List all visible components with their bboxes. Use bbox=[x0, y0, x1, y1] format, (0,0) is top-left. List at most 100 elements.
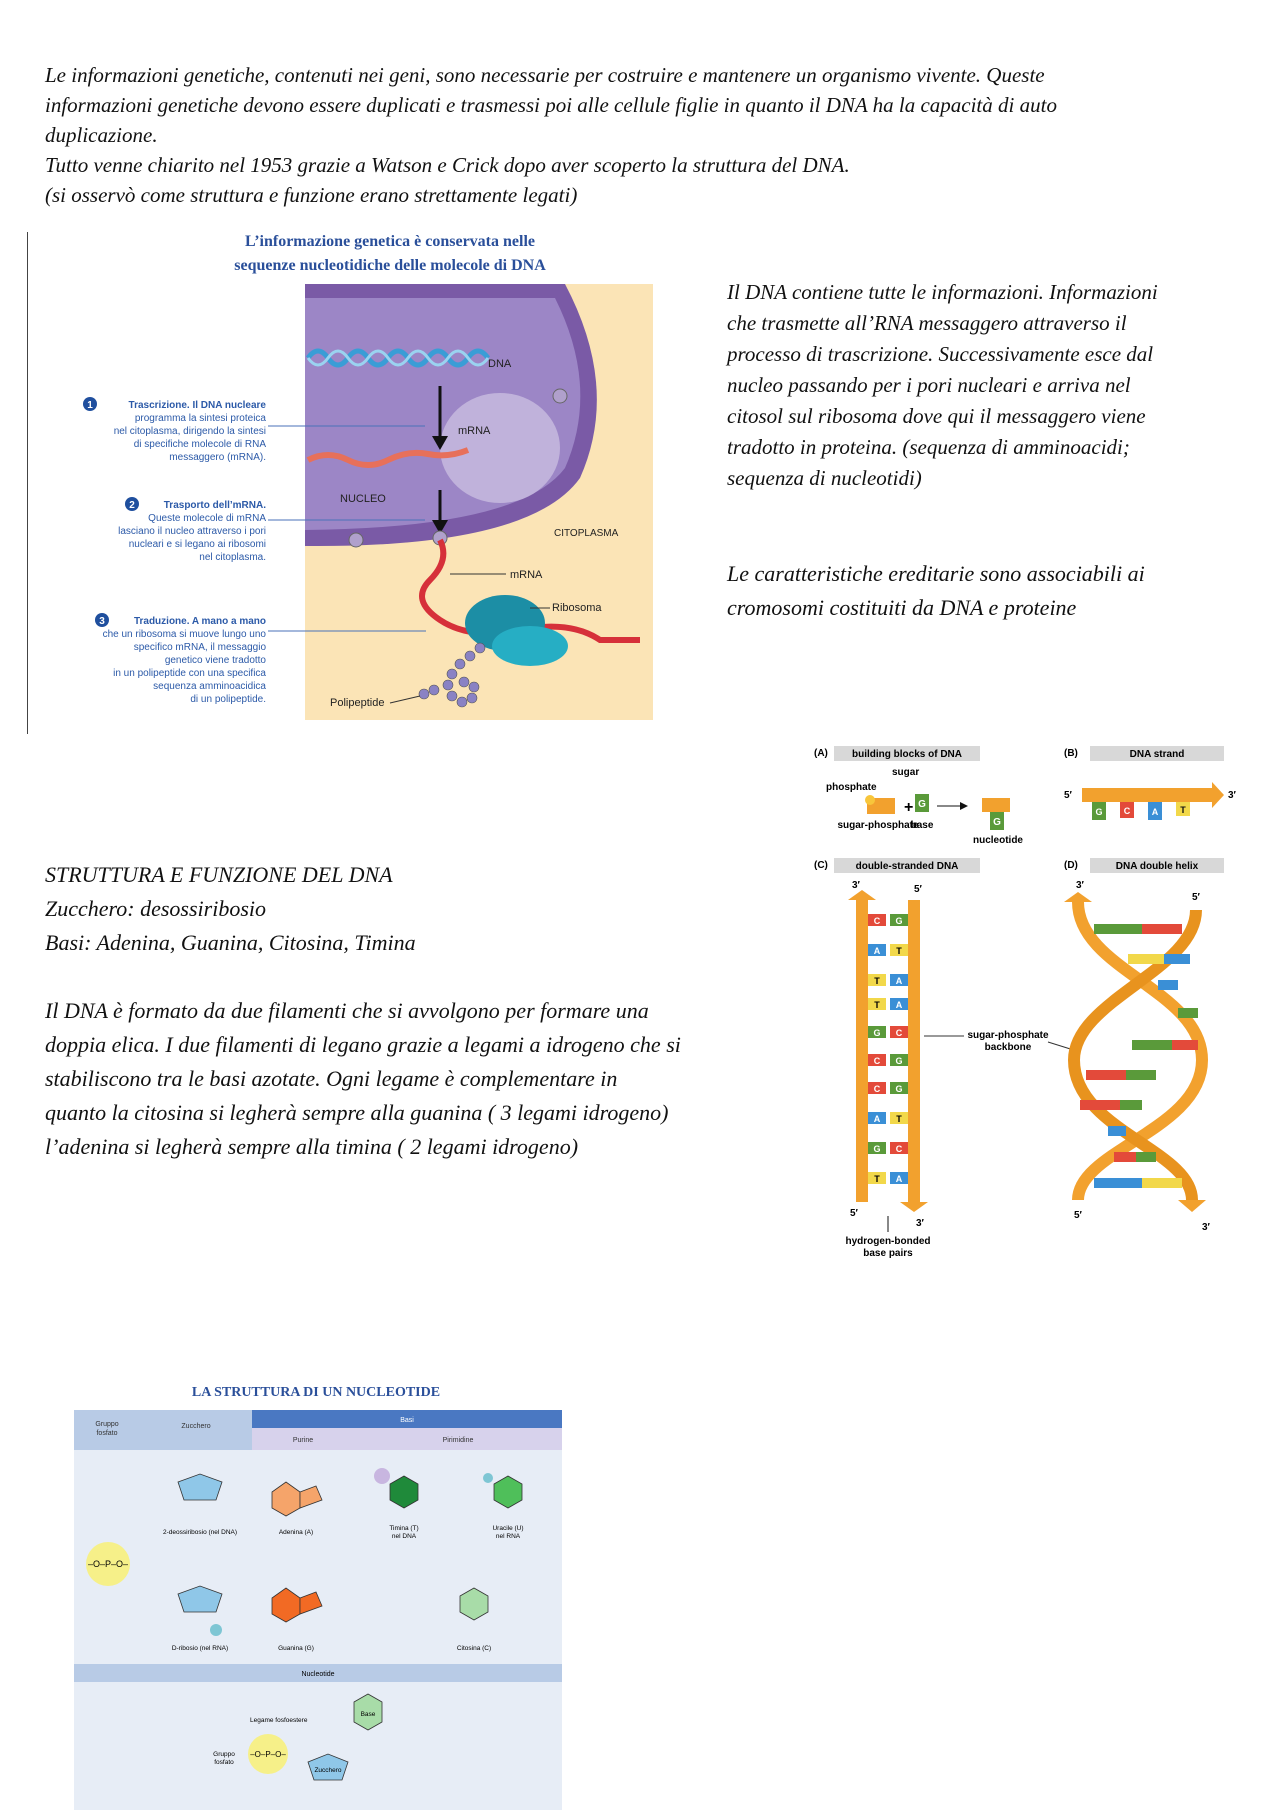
right1-line: processo di trascrizione. Successivament… bbox=[727, 342, 1154, 366]
step1-line: Trascrizione. Il DNA nucleare bbox=[129, 400, 267, 411]
mrna-label-nucleus: mRNA bbox=[458, 425, 491, 437]
step1-line: programma la sintesi proteica bbox=[135, 413, 267, 424]
svg-text:C: C bbox=[874, 1084, 881, 1094]
ladder-left-top-3prime: 3′ bbox=[852, 880, 861, 891]
ribosoma-label: Ribosoma bbox=[552, 602, 602, 614]
ladder-left-backbone bbox=[856, 900, 868, 1202]
struct-line: l’adenina si legherà sempre alla timina … bbox=[45, 1134, 579, 1159]
svg-text:A: A bbox=[896, 976, 903, 986]
nucleotide-base-label: Base bbox=[361, 1711, 376, 1718]
hydrogen-bonded-label: hydrogen-bonded bbox=[846, 1236, 931, 1247]
svg-text:G: G bbox=[918, 799, 926, 810]
svg-text:C: C bbox=[874, 1056, 881, 1066]
gruppo-fosfato-label-1: Gruppo bbox=[213, 1751, 235, 1758]
svg-text:–O–P–O–: –O–P–O– bbox=[250, 1750, 286, 1759]
step2-line: Queste molecole di mRNA bbox=[148, 513, 266, 524]
timina-sub-label: nel DNA bbox=[392, 1533, 417, 1540]
ladder-right-top-5prime: 5′ bbox=[914, 884, 923, 895]
strand-5prime: 5′ bbox=[1064, 790, 1073, 801]
fig1-title-1: L’informazione genetica è conservata nel… bbox=[245, 233, 535, 250]
dna-info-paragraph: Il DNA contiene tutte le informazioni. I… bbox=[727, 277, 1247, 494]
right2-line: Le caratteristiche ereditarie sono assoc… bbox=[727, 561, 1145, 586]
dna-strand-backbone bbox=[1082, 788, 1212, 802]
right1-line: sequenza di nucleotidi) bbox=[727, 466, 922, 490]
adenina-label: Adenina (A) bbox=[279, 1529, 313, 1536]
step3-line: sequenza amminoacidica bbox=[153, 681, 266, 692]
dna-structure-figure: (A) building blocks of DNA (B) DNA stran… bbox=[814, 746, 1237, 1259]
deoxyribose-ring bbox=[177, 1473, 223, 1501]
header-purine: Purine bbox=[293, 1437, 313, 1444]
panel-c-title: double-stranded DNA bbox=[856, 861, 959, 872]
svg-text:T: T bbox=[874, 1000, 880, 1010]
right1-line: tradotto in proteina. (sequenza di ammin… bbox=[727, 435, 1130, 459]
helix-top-3prime: 3′ bbox=[1076, 880, 1085, 891]
phosphate-label: phosphate bbox=[826, 782, 877, 793]
svg-text:T: T bbox=[896, 946, 902, 956]
svg-text:G: G bbox=[1095, 807, 1102, 817]
step2-line: lasciano il nucleo attraverso i pori bbox=[118, 526, 266, 537]
nucleotide-base-ring bbox=[353, 1693, 383, 1731]
svg-text:T: T bbox=[874, 976, 880, 986]
sugar-phosphate-label: sugar-phosphate bbox=[837, 820, 919, 831]
struct-line: Zucchero: desossiribosio bbox=[45, 896, 267, 921]
right1-line: citosol sul ribosoma dove qui il messagg… bbox=[727, 404, 1146, 428]
helix-top-5prime: 5′ bbox=[1192, 892, 1201, 903]
base-pairs-label: base pairs bbox=[863, 1248, 913, 1259]
intro-line: duplicazione. bbox=[45, 123, 158, 147]
svg-text:C: C bbox=[874, 916, 881, 926]
step2-line: Trasporto dell’mRNA. bbox=[164, 500, 266, 511]
step-3-number: 3 bbox=[99, 616, 105, 627]
right1-line: Il DNA contiene tutte le informazioni. I… bbox=[727, 280, 1158, 304]
intro-line: Le informazioni genetiche, contenuti nei… bbox=[45, 63, 1045, 87]
nucleotide-label: nucleotide bbox=[973, 835, 1023, 846]
step3-line: Traduzione. A mano a mano bbox=[134, 616, 266, 627]
base-label: base bbox=[911, 820, 934, 831]
nucleotide-figure-title: LA STRUTTURA DI UN NUCLEOTIDE bbox=[192, 1385, 440, 1400]
intro-line: Tutto venne chiarito nel 1953 grazie a W… bbox=[45, 153, 850, 177]
svg-text:G: G bbox=[993, 817, 1001, 828]
dna-structure-paragraph: STRUTTURA E FUNZIONE DEL DNA Zucchero: d… bbox=[45, 858, 805, 1164]
ribosio-label: D-ribosio (nel RNA) bbox=[172, 1645, 228, 1652]
svg-text:A: A bbox=[874, 1114, 881, 1124]
panel-d-title: DNA double helix bbox=[1116, 861, 1199, 872]
svg-text:A: A bbox=[896, 1000, 903, 1010]
mrna-strand-cytoplasm bbox=[419, 538, 640, 643]
backbone-label-2: backbone bbox=[985, 1042, 1032, 1053]
helix-bottom-3prime: 3′ bbox=[1202, 1222, 1211, 1233]
svg-text:T: T bbox=[1180, 805, 1186, 815]
struct-line: quanto la citosina si legherà sempre all… bbox=[45, 1100, 669, 1125]
right2-line: cromosomi costituiti da DNA e proteine bbox=[727, 595, 1077, 620]
svg-text:C: C bbox=[896, 1144, 903, 1154]
svg-text:G: G bbox=[895, 1056, 902, 1066]
step-1-number: 1 bbox=[87, 400, 93, 411]
nucleotide-row-header: Nucleotide bbox=[301, 1671, 334, 1678]
step2-line: nucleari e si legano ai ribosomi bbox=[129, 539, 266, 550]
step2-line: nel citoplasma. bbox=[199, 552, 266, 563]
step3-line: in un polipeptide con una specifica bbox=[113, 668, 266, 679]
panel-a-tag: (A) bbox=[814, 748, 828, 759]
uracile-label: Uracile (U) bbox=[492, 1525, 523, 1532]
citosina-label: Citosina (C) bbox=[457, 1645, 491, 1652]
panel-c-tag: (C) bbox=[814, 860, 828, 871]
svg-text:+: + bbox=[904, 799, 913, 816]
timina-label: Timina (T) bbox=[389, 1525, 418, 1532]
panel-d-tag: (D) bbox=[1064, 860, 1078, 871]
phosphate-group-icon bbox=[86, 1542, 130, 1586]
svg-text:C: C bbox=[1124, 806, 1131, 816]
mrna-strand-nucleus bbox=[306, 447, 470, 468]
svg-text:T: T bbox=[874, 1174, 880, 1184]
header-gruppo: Gruppo bbox=[95, 1421, 118, 1428]
dna-helix bbox=[305, 348, 491, 368]
thymine-ring bbox=[389, 1475, 419, 1509]
header-basi: Basi bbox=[400, 1417, 414, 1424]
uracil-ring bbox=[493, 1475, 523, 1509]
svg-text:–O–P–O–: –O–P–O– bbox=[88, 1559, 128, 1569]
intro-line: (si osservò come struttura e funzione er… bbox=[45, 183, 578, 207]
step1-line: di specifiche molecole di RNA bbox=[134, 439, 267, 450]
svg-text:G: G bbox=[873, 1144, 880, 1154]
helix-strand-1 bbox=[1072, 901, 1209, 1201]
svg-text:G: G bbox=[895, 1084, 902, 1094]
guanina-label: Guanina (G) bbox=[278, 1645, 314, 1652]
helix-bottom-5prime: 5′ bbox=[1074, 1210, 1083, 1221]
